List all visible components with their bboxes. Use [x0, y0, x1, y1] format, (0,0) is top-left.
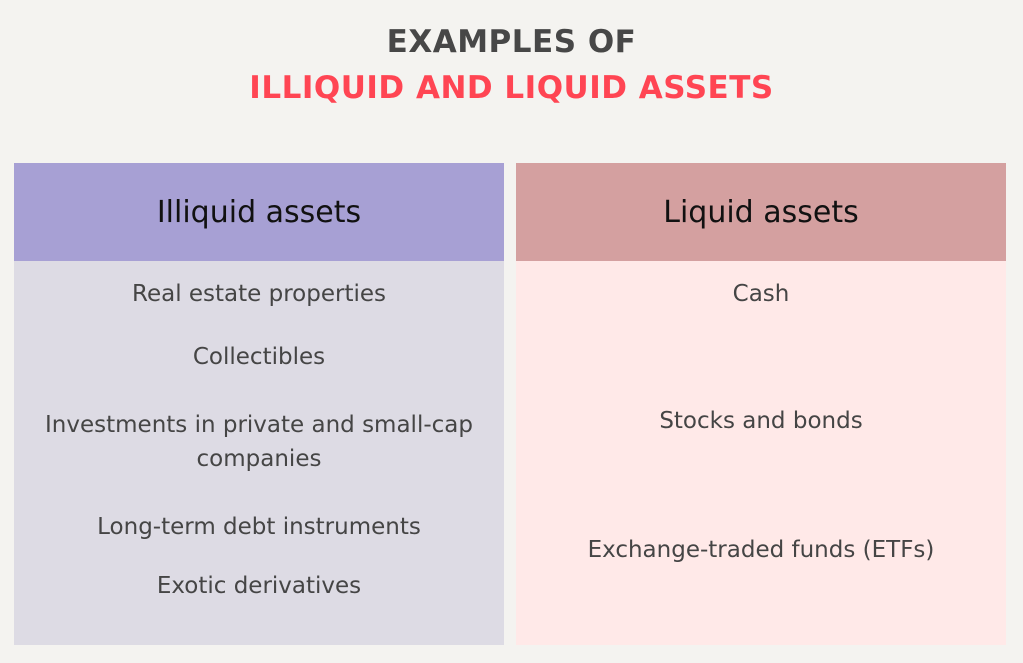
illiquid-item: Collectibles [192, 344, 326, 370]
illiquid-item: Real estate properties [132, 281, 386, 307]
title-line-2: ILLIQUID AND LIQUID ASSETS [249, 70, 774, 106]
illiquid-item: Long-term debt instruments [97, 514, 421, 540]
title-line-1: EXAMPLES OF [386, 24, 637, 60]
liquid-item: Exchange-traded funds (ETFs) [587, 537, 935, 563]
liquid-item: Stocks and bonds [659, 408, 863, 434]
liquid-header: Liquid assets [516, 163, 1006, 261]
illiquid-column: Illiquid assets Real estate properties C… [14, 163, 504, 645]
liquid-item: Cash [732, 281, 790, 307]
liquid-column: Liquid assets Cash Stocks and bonds Exch… [516, 163, 1006, 645]
illiquid-item: Exotic derivatives [156, 573, 362, 599]
illiquid-item: Investments in private and small-cap com… [45, 412, 473, 472]
illiquid-header: Illiquid assets [14, 163, 504, 261]
